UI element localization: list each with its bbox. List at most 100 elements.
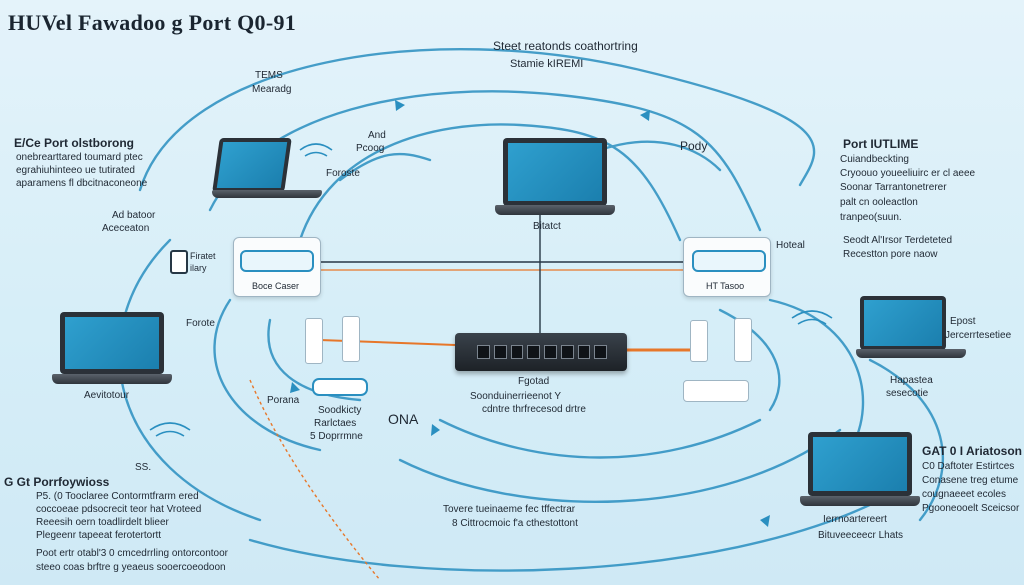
switch-ports [477, 345, 607, 359]
wifi-right-icon [791, 310, 833, 325]
left-adapter [312, 378, 368, 396]
right-panel-line-4: palt cn ooleactlon [840, 197, 918, 208]
arc-bottom-inner [438, 418, 762, 459]
bottom-right-line-2: Conasene treg etume [922, 475, 1019, 486]
arc-bottom-outer [248, 498, 882, 572]
left-wall-plate-a [305, 318, 323, 364]
right-router-device: HT Tasoo [683, 237, 771, 297]
right-panel-line-5: tranpeo(suun. [840, 212, 902, 223]
laptop-screen [212, 138, 292, 192]
laptop-screen [503, 138, 607, 206]
ht-tasoo-label: HT Tasoo [706, 281, 745, 291]
arc-right-mid [768, 298, 865, 452]
right-adapter [683, 380, 749, 402]
left-panel-line-3: aparamens fl dbcitnaconeone [16, 178, 148, 189]
switch-port [527, 345, 540, 359]
laptop-base [495, 205, 615, 215]
right-wall-plate-b [734, 318, 752, 362]
right-panel-line-2: Cryoouo youeeliuirc er cl aeee [840, 168, 976, 179]
switch-label-3: cdntre thrfrecesod drtre [482, 404, 586, 415]
right-router-strip [692, 250, 766, 272]
ss-label: SS. [135, 462, 152, 473]
eposti-line2: Jercerrtesetiee [945, 330, 1012, 341]
left-panel-line-1: onebrearttared toumard ptec [16, 152, 143, 163]
boce-caser-label: Boce Caser [252, 281, 300, 291]
bottom-left-line-5: Poot ertr otabl'3 0 cmcedrrling ontorcon… [36, 548, 229, 559]
laptop-display [864, 300, 942, 346]
eposti-line1: Epost [950, 316, 976, 327]
bottom-left-line-4: Plegeenr tapeeat ferotertortt [36, 530, 162, 541]
arc-left-inner [267, 318, 362, 402]
arc-right-small [598, 140, 722, 172]
left-router-strip [240, 250, 314, 272]
tems-line2: Mearadg [252, 84, 292, 95]
bottom-right-line-4: Pgooneooelt Sceicsor [922, 503, 1020, 514]
bottom-left-line-6: steeo coas brftre g yeaeus sooercoeodoon [36, 562, 226, 573]
porana-label: Porana [267, 395, 300, 406]
firatet-line2: ilary [190, 263, 207, 273]
aevitotour-label: Aevitotour [84, 390, 130, 401]
bottom-left-header: G Gt Porrfoywioss [4, 475, 110, 489]
arrow-head-5 [431, 424, 440, 436]
laptop-screen [860, 296, 946, 350]
laptop-display [813, 437, 907, 491]
laptop-base [800, 496, 920, 506]
forote-label: Forote [186, 318, 215, 329]
arc-right-outer [868, 358, 944, 522]
left-router-device: Boce Caser [233, 237, 321, 297]
arrow-head-3 [290, 382, 300, 393]
bottom-center-line1: Tovere tueinaeme fec tffectrar [443, 504, 576, 515]
arc-left-mid [213, 298, 322, 452]
page-title: HUVel Fawadoo g Port Q0-91 [8, 10, 297, 35]
laptop-base [52, 374, 172, 384]
switch-label-1: Fgotad [518, 376, 550, 387]
plug-icon [170, 250, 188, 274]
network-switch [455, 333, 627, 371]
laptop-br-line1: Ierrnoartereert [823, 514, 887, 525]
laptop-display [65, 317, 159, 369]
laptop-top-center [495, 138, 615, 218]
right-wall-plate-a [690, 320, 708, 362]
switch-port [577, 345, 591, 359]
left-wall-plate-b [342, 316, 360, 362]
switch-port [493, 345, 507, 359]
bottom-left-line-2: coccoeae pdsocrecit teor hat Vroteed [36, 504, 202, 515]
ad-batoor-line2: Aceceaton [102, 223, 150, 234]
laptop-display [216, 142, 288, 188]
laptop-br-line2: Bituveeceecr Lhats [818, 530, 904, 541]
hapastea-line2: sesecotie [886, 388, 929, 399]
bottom-right-line-1: C0 Daftoter Estirtces [922, 461, 1015, 472]
pody-label: Pody [680, 139, 708, 153]
firatet-line1: Firatet [190, 251, 216, 261]
orange-cable-left [319, 339, 456, 346]
left-panel-header: E/Ce Port olstborong [14, 136, 134, 150]
and-line2: Pcoog [356, 143, 385, 154]
top-center-line2: Stamie kIREMI [510, 58, 584, 70]
right-mid-line2: Recestton pore naow [843, 249, 938, 260]
arrow-head-2 [640, 110, 650, 121]
left-panel-line-2: egrahiuhinteeo ue tutirated [16, 165, 135, 176]
arc-bottom-mid [398, 428, 842, 503]
switch-port [544, 345, 557, 359]
laptop-display [508, 143, 602, 201]
arc-top-inner [298, 123, 682, 242]
bitatct-label: Bitatct [533, 221, 561, 232]
switch-port [477, 345, 490, 359]
bottom-center-line2: 8 Cittrocmoic f'a cthestottont [452, 518, 578, 529]
hapastea-line1: Hapastea [890, 375, 933, 386]
sood-label-1: Soodkicty [318, 405, 362, 416]
bottom-right-header: GAT 0 I Ariatoson [922, 444, 1023, 458]
ona-label: ONA [388, 411, 419, 427]
ad-batoor-line1: Ad batoor [112, 210, 156, 221]
right-mid-line1: Seodt Al'Irsor Terdeteted [843, 235, 953, 246]
switch-port [510, 345, 524, 359]
arc-top-outer [138, 47, 816, 192]
laptop-top-left [212, 138, 322, 198]
bottom-left-line-3: Reeesih oern toadlirdelt blieer [36, 517, 169, 528]
wifi-mid-icon [299, 143, 333, 157]
hosteal-label: Hoteal [776, 240, 805, 251]
laptop-screen [60, 312, 164, 374]
laptop-screen [808, 432, 912, 496]
bottom-left-line-1: P5. (0 Tooclaree Contormtfrarm ered [36, 491, 199, 502]
